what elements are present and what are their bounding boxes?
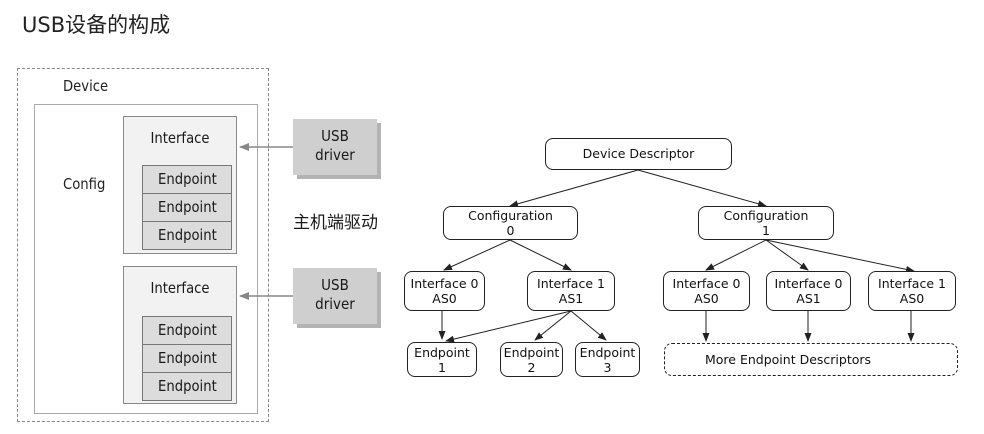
usb-driver-box-2: USB driver [293,268,377,324]
host-driver-label: 主机端驱动 [293,213,378,233]
interface-label: Interface [150,279,210,297]
interface-node-c1-i0-as1: Interface 0 AS1 [766,271,851,311]
interface-node-c1-i0-as0: Interface 0 AS0 [663,271,750,311]
page-title: USB设备的构成 [22,13,171,37]
more-endpoint-descriptors-node: More Endpoint Descriptors [664,343,958,376]
tree-edge [570,310,607,341]
device-label: Device [63,77,109,95]
usb-driver-line2: driver [315,146,355,164]
tree-edge [534,310,572,341]
configuration-node-0: Configuration 0 [443,206,578,240]
tree-edge [705,239,767,271]
endpoint-cell: Endpoint [143,194,231,222]
interface-node-c1-i1: Interface 1 AS0 [868,271,956,311]
tree-edge [509,169,639,208]
tree-edge [443,239,511,271]
usb-driver-box-1: USB driver [293,119,377,175]
usb-driver-line1: USB [321,276,349,294]
endpoint-cell: Endpoint [143,317,231,345]
endpoint-cell: Endpoint [157,377,217,395]
endpoint-node-3: Endpoint 3 [575,342,640,377]
interface-node-c0-i0: Interface 0 AS0 [404,271,485,311]
endpoint-node-2: Endpoint 2 [500,342,563,377]
interface-node-c0-i1: Interface 1 AS1 [527,271,615,311]
tree-edge [765,239,809,271]
endpoint-stack-1: Endpoint Endpoint Endpoint [142,165,232,250]
interface-label: Interface [150,129,210,147]
tree-edge [445,310,572,343]
device-box [17,68,269,422]
configuration-node-1: Configuration 1 [698,206,834,240]
endpoint-node-1: Endpoint 1 [407,342,477,377]
endpoint-stack-2: Endpoint Endpoint Endpoint [142,316,232,401]
usb-driver-line1: USB [321,127,349,145]
config-box [34,104,258,414]
usb-driver-line2: driver [315,295,355,313]
endpoint-cell: Endpoint [143,345,231,373]
tree-edge [509,239,572,271]
config-label: Config [63,175,106,193]
device-descriptor-node: Device Descriptor [545,138,732,170]
endpoint-cell: Endpoint [143,166,231,194]
tree-edge [637,169,767,208]
interface-box-2: Interface Endpoint Endpoint Endpoint [123,266,237,404]
interface-box-1: Interface Endpoint Endpoint Endpoint [123,116,237,254]
endpoint-cell: Endpoint [157,226,217,244]
tree-edge [765,239,915,273]
